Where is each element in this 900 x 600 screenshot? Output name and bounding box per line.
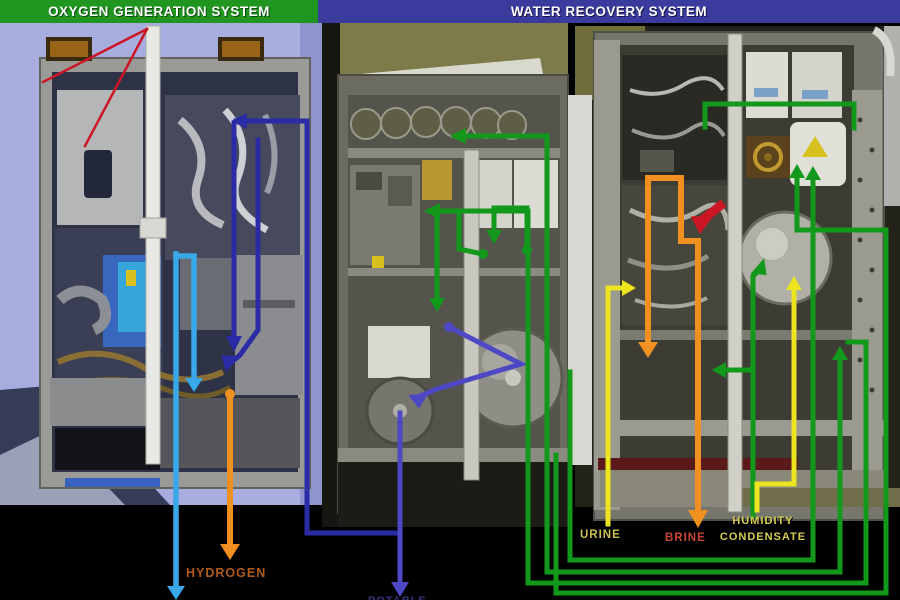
purple-potable-line [391, 322, 528, 597]
ogs-header: OXYGEN GENERATION SYSTEM [0, 0, 318, 23]
wrs-rack-1-photo [322, 23, 569, 527]
dark-blue-flow-line [221, 113, 401, 536]
yellow-condensate-line [754, 276, 802, 513]
cyan-flow-line [167, 251, 203, 600]
wrs-rack-2-photo [568, 26, 900, 521]
ogs-header-title: OXYGEN GENERATION SYSTEM [48, 4, 270, 19]
urine-label: URINE [580, 529, 621, 541]
potable-label: POTABLE [368, 595, 427, 600]
wrs-header-title: WATER RECOVERY SYSTEM [510, 4, 708, 19]
flow-overlay [41, 27, 889, 600]
yellow-urine-line [605, 280, 636, 527]
humidity-condensate-label: HUMIDITY CONDENSATE [719, 515, 807, 543]
rack-handle [46, 37, 264, 61]
wrs-header: WATER RECOVERY SYSTEM [318, 0, 900, 23]
ogs-canisters [350, 106, 527, 140]
ogs-photo [0, 23, 322, 505]
green-water-loop-lines [424, 101, 889, 596]
hydrogen-flow-line [220, 389, 240, 560]
orange-brine-line [638, 175, 708, 528]
brine-label: BRINE [665, 532, 706, 544]
hydrogen-label: HYDROGEN [186, 566, 267, 580]
red-arrow [690, 199, 727, 235]
red-pointer-lines [41, 27, 149, 148]
